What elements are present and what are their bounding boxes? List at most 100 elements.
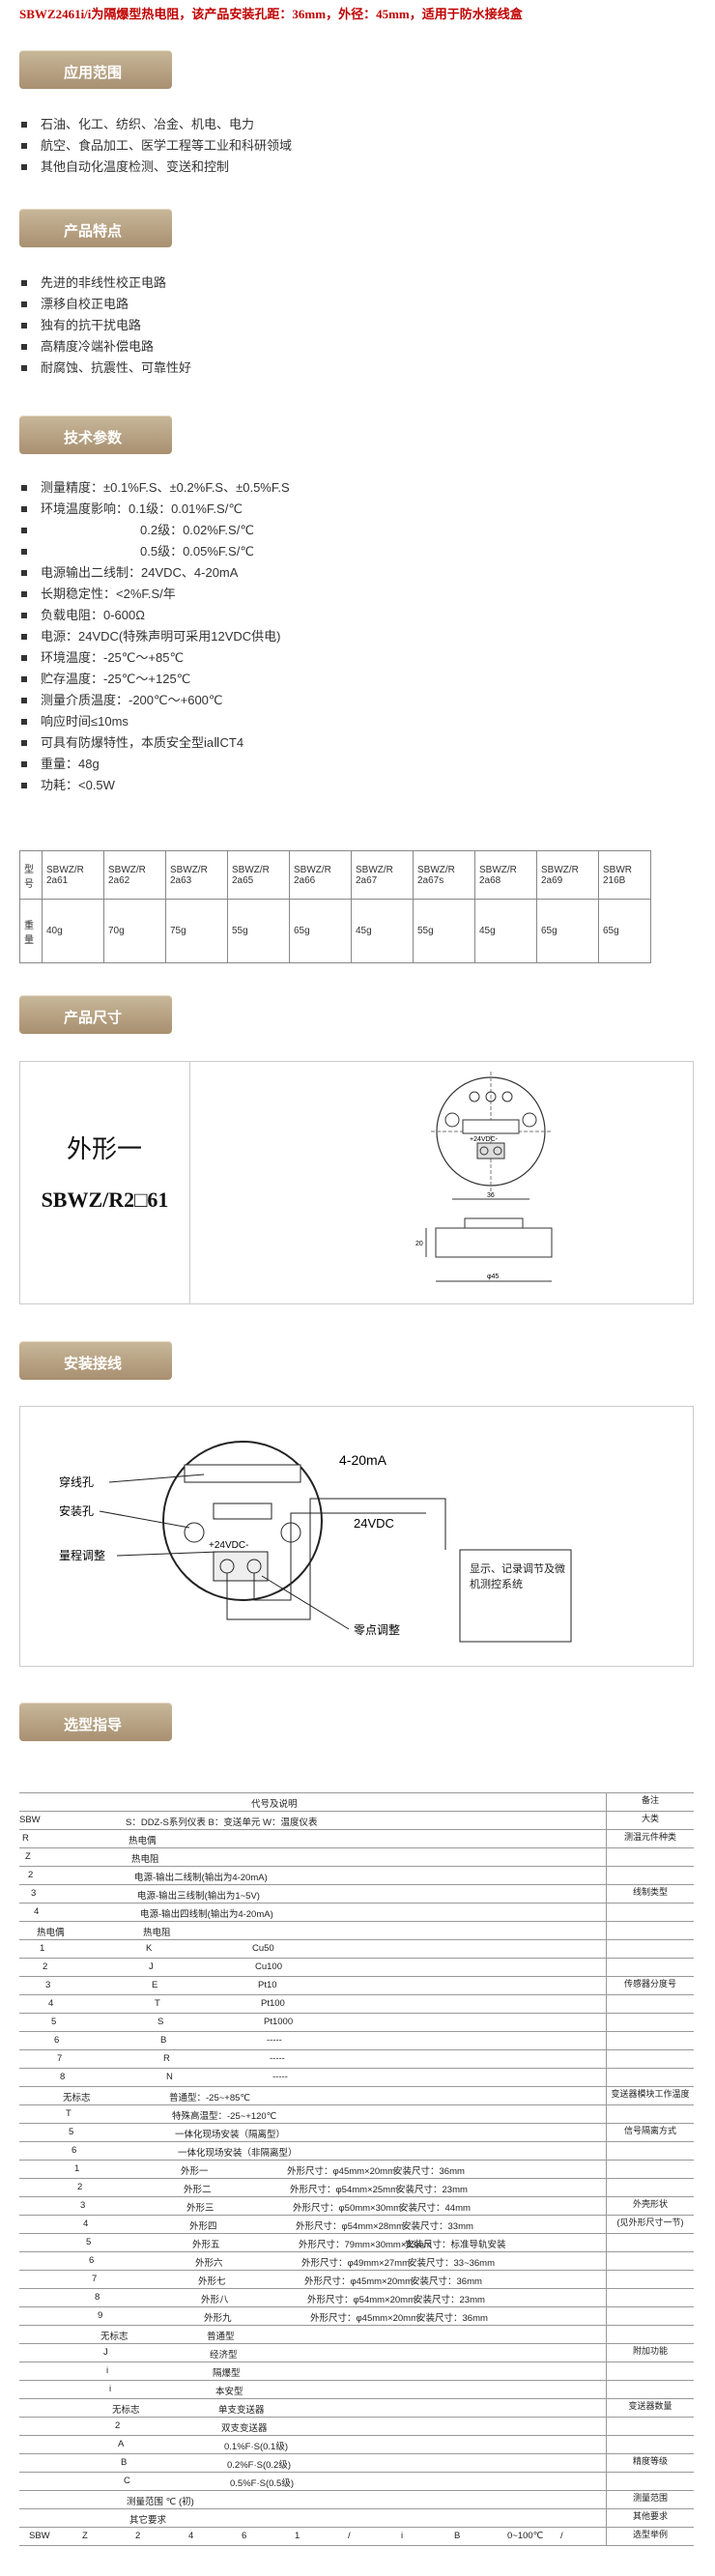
table-cell: 55g — [413, 899, 475, 963]
remark-cell — [606, 2362, 694, 2380]
remark-cell — [606, 2436, 694, 2453]
table-cell: S：DDZ-S系列仪表 B：变送单元 W：温度仪表 — [126, 1818, 318, 1828]
wiring-panel: +24VDC- 穿线孔 安装孔 量程调整 零点调整 4-20mA 24VDC 显… — [19, 1406, 694, 1667]
table-cell: A — [118, 2439, 125, 2449]
dim-45: φ45 — [487, 1274, 499, 1280]
list-item: 功耗：<0.5W — [19, 775, 290, 796]
list-item: 可具有防爆特性，本质安全型iaⅡCT4 — [19, 732, 290, 754]
table-cell: 外形尺寸：φ54mm×28mm — [296, 2221, 404, 2232]
table-cell: / — [560, 2531, 563, 2541]
table-cell: 一体化现场安装（隔离型） — [175, 2130, 286, 2140]
list-item: 环境温度影响：0.1级：0.01%F.S/℃ — [19, 499, 290, 520]
table-cell: 热电偶 — [37, 1928, 65, 1938]
table-header: 型号 — [19, 850, 43, 900]
list-item: 测量介质温度：-200℃～+600℃ — [19, 690, 290, 711]
table-cell: 外形尺寸：φ50mm×30mm — [293, 2203, 401, 2214]
remark-cell — [606, 2234, 694, 2251]
table-cell: ----- — [272, 2072, 288, 2082]
dim-20: 20 — [415, 1241, 423, 1247]
table-cell: 外形尺寸：φ54mm×25mm — [290, 2185, 398, 2195]
list-item: 漂移自校正电路 — [19, 294, 191, 315]
table-cell: B — [121, 2457, 128, 2468]
remark-cell — [606, 1940, 694, 1958]
table-cell: 外形尺寸：φ49mm×27mm — [301, 2258, 410, 2269]
remark-cell — [606, 1848, 694, 1866]
table-cell: 65g — [536, 899, 599, 963]
table-cell: 外形一 — [181, 2166, 209, 2177]
table-cell: Z — [82, 2531, 88, 2541]
table-cell: 0.5%F·S(0.5级) — [230, 2478, 294, 2489]
page-title: SBWZ2461i/i为隔爆型热电阻，该产品安装孔距：36mm，外径：45mm，… — [19, 7, 523, 21]
section-tab-features: 产品特点 — [19, 209, 172, 247]
table-cell: 安装尺寸：36mm — [411, 2276, 482, 2287]
table-cell: 65g — [598, 899, 651, 963]
remark-cell: 选型举例 — [606, 2528, 694, 2545]
list-item: 0.2级：0.02%F.S/℃ — [19, 520, 290, 541]
table-cell: 外形二 — [184, 2185, 212, 2195]
table-cell: 1 — [40, 1943, 45, 1954]
list-item: 0.5级：0.05%F.S/℃ — [19, 541, 290, 562]
table-cell: i — [109, 2384, 112, 2394]
dimension-drawing: +24VDC- 36 20 φ45 — [415, 1072, 553, 1282]
section-tab-selection: 选型指导 — [19, 1703, 172, 1741]
table-cell: C — [124, 2476, 130, 2486]
remark-cell: 传感器分度号 — [606, 1977, 694, 1994]
table-cell: J — [149, 1961, 154, 1972]
table-cell: ----- — [270, 2053, 285, 2064]
table-cell: 3 — [31, 1888, 37, 1899]
system-box-label: 显示、记录调节及微机测控系统 — [470, 1563, 565, 1590]
table-cell: 一体化现场安装（非隔离型） — [178, 2148, 298, 2159]
table-cell: 9 — [98, 2310, 103, 2321]
table-cell: Cu100 — [255, 1961, 282, 1972]
list-item: 负载电阻：0-600Ω — [19, 605, 290, 626]
table-cell: i — [401, 2531, 404, 2541]
table-cell: 外形尺寸：φ54mm×20mm — [307, 2295, 415, 2305]
table-cell: 普通型 — [207, 2332, 235, 2342]
remark-cell — [606, 2179, 694, 2196]
pcb-label: +24VDC- — [470, 1136, 499, 1143]
table-cell: ----- — [267, 2035, 282, 2046]
table-cell: 4 — [83, 2218, 89, 2229]
table-cell: 45g — [351, 899, 414, 963]
table-cell: N — [166, 2072, 173, 2082]
table-cell: 8 — [60, 2072, 66, 2082]
table-cell: 1 — [295, 2531, 300, 2541]
section-tab-application: 应用范围 — [19, 50, 172, 89]
shape-label: 外形一 — [67, 1135, 143, 1163]
list-item: 长期稳定性：<2%F.S/年 — [19, 584, 290, 605]
list-item: 先进的非线性校正电路 — [19, 272, 191, 294]
list-item: 高精度冷端补偿电路 — [19, 336, 191, 358]
table-cell: 电源-输出四线制(输出为4-20mA) — [140, 1909, 273, 1920]
table-cell: Pt10 — [258, 1980, 277, 1990]
table-row: C 0.5%F·S(0.5级) — [19, 2473, 694, 2491]
table-cell: 40g — [42, 899, 104, 963]
list-item: 电源输出二线制：24VDC、4-20mA — [19, 562, 290, 584]
table-cell: 特殊高温型：-25~+120℃ — [172, 2111, 277, 2122]
table-cell: 3 — [45, 1980, 51, 1990]
remark-cell — [606, 2271, 694, 2288]
table-cell: 无标志 — [63, 2093, 91, 2104]
table-cell: 隔爆型 — [213, 2368, 241, 2379]
table-cell: 70g — [103, 899, 166, 963]
remark-cell — [606, 2014, 694, 2031]
table-cell: 外形九 — [204, 2313, 232, 2324]
table-cell: 75g — [165, 899, 228, 963]
table-cell: 外形三 — [186, 2203, 214, 2214]
list-item: 响应时间≤10ms — [19, 711, 290, 732]
remark-cell — [606, 2381, 694, 2398]
table-cell: 热电阻 — [143, 1928, 171, 1938]
